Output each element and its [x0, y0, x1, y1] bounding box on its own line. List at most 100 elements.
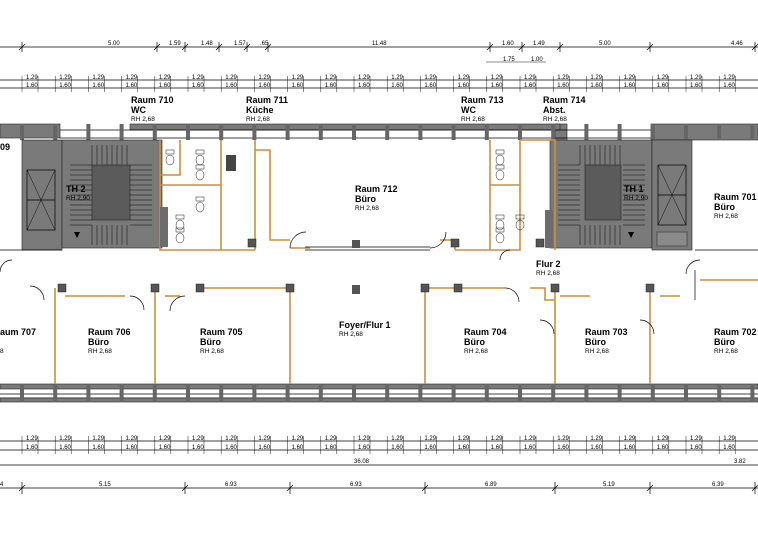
wet-core-left — [159, 140, 290, 251]
raum-706-name: Raum 706 — [88, 327, 131, 337]
grid-bottom-value: 1.29 — [458, 436, 470, 442]
grid-bottom-value: 1.60 — [292, 445, 304, 451]
dim-bot-6: 5.19 — [603, 482, 615, 488]
dim-top-3: 1.48 — [201, 41, 213, 47]
raum-711-name: Raum 711 — [246, 95, 288, 105]
grid-top-value: 1.29 — [26, 75, 38, 81]
grid-top-value: 1.60 — [590, 83, 602, 89]
dim-top-1: 5.00 — [108, 41, 120, 47]
raum-713-name: Raum 713 — [461, 95, 504, 105]
grid-bottom-value: 1.29 — [292, 436, 304, 442]
grid-bottom-value: 1.60 — [723, 445, 735, 451]
dim-overall-right: 3.82 — [734, 459, 746, 465]
grid-bottom-value: 1.29 — [557, 436, 569, 442]
grid-top-value: 1.60 — [624, 83, 636, 89]
grid-top-value: 1.60 — [159, 83, 171, 89]
raum-705-rh: RH 2,68 — [200, 348, 224, 355]
raum-701-name: Raum 701 — [714, 192, 757, 202]
dim-top-9: 5.00 — [599, 41, 611, 47]
grid-bottom-value: 1.60 — [458, 445, 470, 451]
dim-top-10: 4.46 — [731, 41, 743, 47]
grid-top-value: 1.60 — [391, 83, 403, 89]
grid-bottom-value: 1.29 — [325, 436, 337, 442]
grid-bottom-value: 1.29 — [524, 436, 536, 442]
grid-top-value: 1.60 — [458, 83, 470, 89]
raum-712-use: Büro — [355, 194, 376, 204]
grid-top-value: 1.60 — [26, 83, 38, 89]
grid-top-value: 1.60 — [59, 83, 71, 89]
raum-703-name: Raum 703 — [585, 327, 628, 337]
grid-bottom-value: 1.60 — [624, 445, 636, 451]
grid-top-value: 1.29 — [92, 75, 104, 81]
grid-top-value: 1.29 — [325, 75, 337, 81]
grid-bottom-value: 1.60 — [491, 445, 503, 451]
dim-top-5: .65 — [260, 41, 269, 47]
grid-top-value: 1.29 — [391, 75, 403, 81]
grid-bottom-value: 1.60 — [358, 445, 370, 451]
grid-top-value: 1.60 — [126, 83, 138, 89]
grid-bottom-value: 1.60 — [657, 445, 669, 451]
raum-702-use: Büro — [714, 337, 735, 347]
flur-2-name: Flur 2 — [536, 259, 561, 269]
grid-top-value: 1.60 — [292, 83, 304, 89]
grid-bottom-value: 1.29 — [159, 436, 171, 442]
edge-label-09: 09 — [0, 142, 10, 152]
grid-bottom-value: 1.60 — [424, 445, 436, 451]
grid-top-value: 1.60 — [424, 83, 436, 89]
office-partitions — [0, 231, 758, 384]
grid-top-value: 1.60 — [192, 83, 204, 89]
raum-714-rh: RH 2,68 — [543, 116, 567, 123]
raum-704-name: Raum 704 — [464, 327, 507, 337]
dim-overall: 36.08 — [354, 459, 370, 465]
grid-top-value: 1.29 — [557, 75, 569, 81]
raum-701-use: Büro — [714, 202, 735, 212]
raum-710-rh: RH 2,68 — [131, 116, 155, 123]
grid-bottom-value: 1.29 — [624, 436, 636, 442]
grid-bottom-value: 1.60 — [391, 445, 403, 451]
grid-bottom-value: 1.29 — [225, 436, 237, 442]
grid-bottom-value: 1.29 — [657, 436, 669, 442]
grid-top-value: 1.60 — [524, 83, 536, 89]
dim-top-8: 1.49 — [533, 41, 545, 47]
raum-713-rh: RH 2,68 — [461, 116, 485, 123]
grid-top-value: 1.29 — [424, 75, 436, 81]
grid-top-value: 1.60 — [358, 83, 370, 89]
dim-bot-4: 6.93 — [350, 482, 362, 488]
dim-sub-2: 1.00 — [531, 57, 543, 63]
grid-bottom-value: 1.29 — [358, 436, 370, 442]
th-2-name: TH 2 — [66, 184, 86, 194]
th-1-rh: RH 2,90 — [624, 195, 648, 202]
grid-top-value: 1.60 — [258, 83, 270, 89]
wet-core-right — [440, 139, 556, 251]
grid-bottom-value: 1.60 — [590, 445, 602, 451]
dim-bot-3: 6.93 — [225, 482, 237, 488]
raum-707-name: aum 707 — [0, 327, 36, 337]
raum-710-name: Raum 710 — [131, 95, 174, 105]
grid-bottom-value: 1.29 — [92, 436, 104, 442]
dim-bot-5: 6.89 — [485, 482, 497, 488]
grid-top-value: 1.29 — [192, 75, 204, 81]
grid-top-value: 1.29 — [258, 75, 270, 81]
raum-714-use: Abst. — [543, 105, 566, 115]
grid-top-value: 1.29 — [624, 75, 636, 81]
raum-710-use: WC — [131, 105, 146, 115]
grid-bottom-value: 1.60 — [325, 445, 337, 451]
grid-bottom-value: 1.29 — [590, 436, 602, 442]
grid-bottom-value: 1.60 — [192, 445, 204, 451]
grid-bottom-value: 1.60 — [225, 445, 237, 451]
raum-713-use: WC — [461, 105, 476, 115]
raum-711-rh: RH 2,68 — [246, 116, 270, 123]
grid-top-value: 1.29 — [292, 75, 304, 81]
top-dimension-chain: 5.00 1.59 1.48 1.57 .65 11.48 1.60 1.49 … — [0, 41, 758, 92]
dim-bot-2: 5.15 — [99, 482, 111, 488]
raum-703-use: Büro — [585, 337, 606, 347]
raum-706-use: Büro — [88, 337, 109, 347]
raum-701-rh: RH 2,68 — [714, 213, 738, 220]
grid-top-value: 1.60 — [557, 83, 569, 89]
grid-top-value: 1.29 — [159, 75, 171, 81]
grid-top-value: 1.60 — [657, 83, 669, 89]
raum-711-use: Küche — [246, 105, 274, 115]
grid-bottom-value: 1.29 — [192, 436, 204, 442]
raum-704-rh: RH 2,68 — [464, 348, 488, 355]
grid-top-value: 1.29 — [59, 75, 71, 81]
